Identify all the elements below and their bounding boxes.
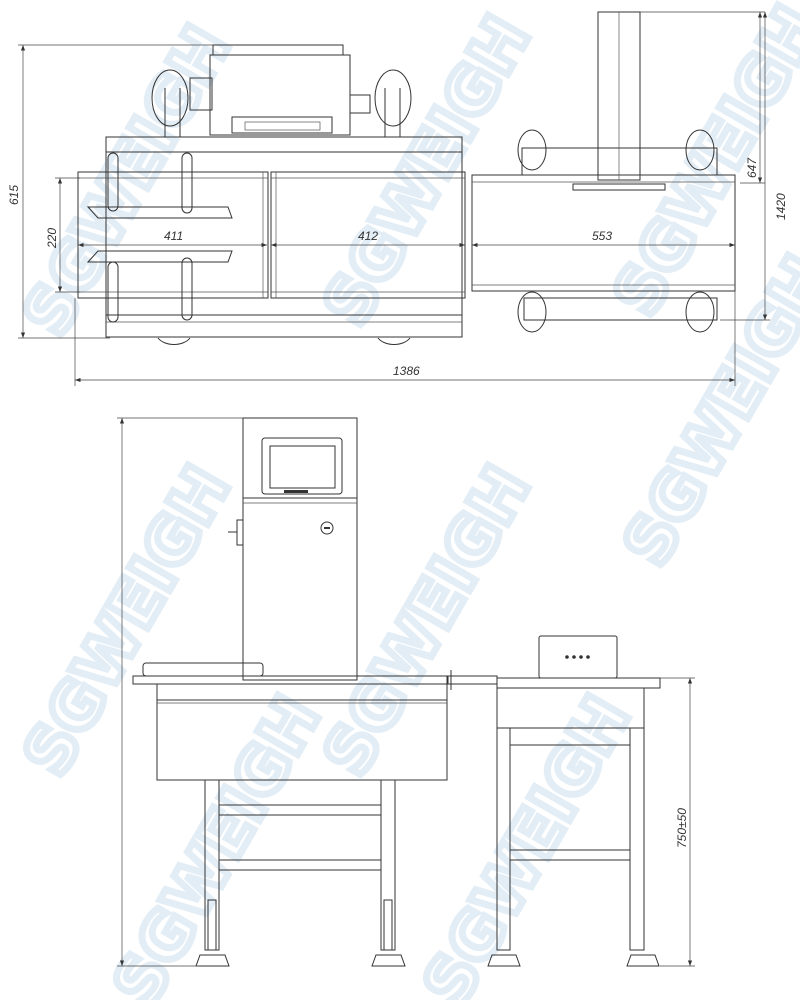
leveling-foot (487, 954, 521, 967)
leg (629, 727, 645, 951)
reject-box (538, 635, 618, 679)
dimension-647: 647 (640, 11, 765, 184)
caster-wheel (377, 337, 411, 346)
dimension-1386: 1386 (74, 291, 736, 386)
watermark: SGWEIGH (310, 4, 546, 338)
watermark: SGWEIGH (100, 684, 336, 1000)
touch-screen-bezel (261, 437, 343, 495)
leveling-foot (626, 954, 660, 967)
lock-icon (320, 521, 334, 535)
dimension-total-height (117, 417, 243, 967)
watermark: SGWEIGH (10, 454, 246, 788)
crossbar (509, 849, 631, 861)
dimension-1420: 1420 (720, 12, 788, 321)
control-cabinet (242, 417, 358, 681)
dim-label-412: 412 (358, 229, 378, 243)
reject-unit-upper (521, 147, 718, 176)
top-view: 615 220 411 412 553 647 1420 (7, 11, 788, 386)
watermark-layer: SGWEIGH SGWEIGH SGWEIGH SGWEIGH SGWEIGH … (6, 0, 800, 1000)
leg (380, 779, 396, 951)
infeed-plate (142, 662, 264, 677)
leveling-foot (371, 954, 406, 967)
dim-label-1386: 1386 (393, 364, 420, 378)
watermark: SGWEIGH (410, 684, 646, 1000)
dim-label-647: 647 (745, 157, 759, 178)
conveyor-body (156, 683, 448, 781)
reject-table-body (496, 687, 645, 729)
column-base-plate (572, 183, 666, 191)
display-bezel (231, 116, 333, 134)
frame-rail-lower (105, 314, 463, 338)
caster-wheel (374, 69, 412, 127)
door-handle (236, 519, 244, 546)
guide-rail (86, 250, 233, 263)
weigh-belt (270, 171, 466, 299)
dimension-750: 750±50 (660, 677, 695, 967)
dimension-411: 411 (78, 229, 267, 248)
reject-unit-lower (523, 297, 718, 321)
dim-label-220: 220 (45, 228, 59, 249)
dim-label-553: 553 (592, 229, 612, 243)
guide-rail (86, 206, 233, 219)
infeed-belt (77, 171, 269, 299)
side-view: 750±50 (117, 417, 695, 967)
dim-label-411: 411 (164, 229, 183, 243)
leveling-foot (195, 954, 230, 967)
dimension-412: 412 (271, 229, 465, 248)
dimension-553: 553 (472, 229, 735, 248)
caster-wheel (151, 69, 189, 127)
dimension-615: 615 (7, 44, 213, 339)
crossbar (218, 859, 382, 871)
crossbar (218, 804, 382, 816)
dim-label-615: 615 (7, 185, 21, 205)
dim-label-1420: 1420 (774, 193, 788, 220)
dim-label-750: 750±50 (675, 808, 689, 848)
caster-wheel (157, 337, 191, 346)
touch-screen (269, 445, 336, 489)
frame-rail-upper (105, 136, 463, 153)
dimension-220: 220 (45, 177, 80, 293)
